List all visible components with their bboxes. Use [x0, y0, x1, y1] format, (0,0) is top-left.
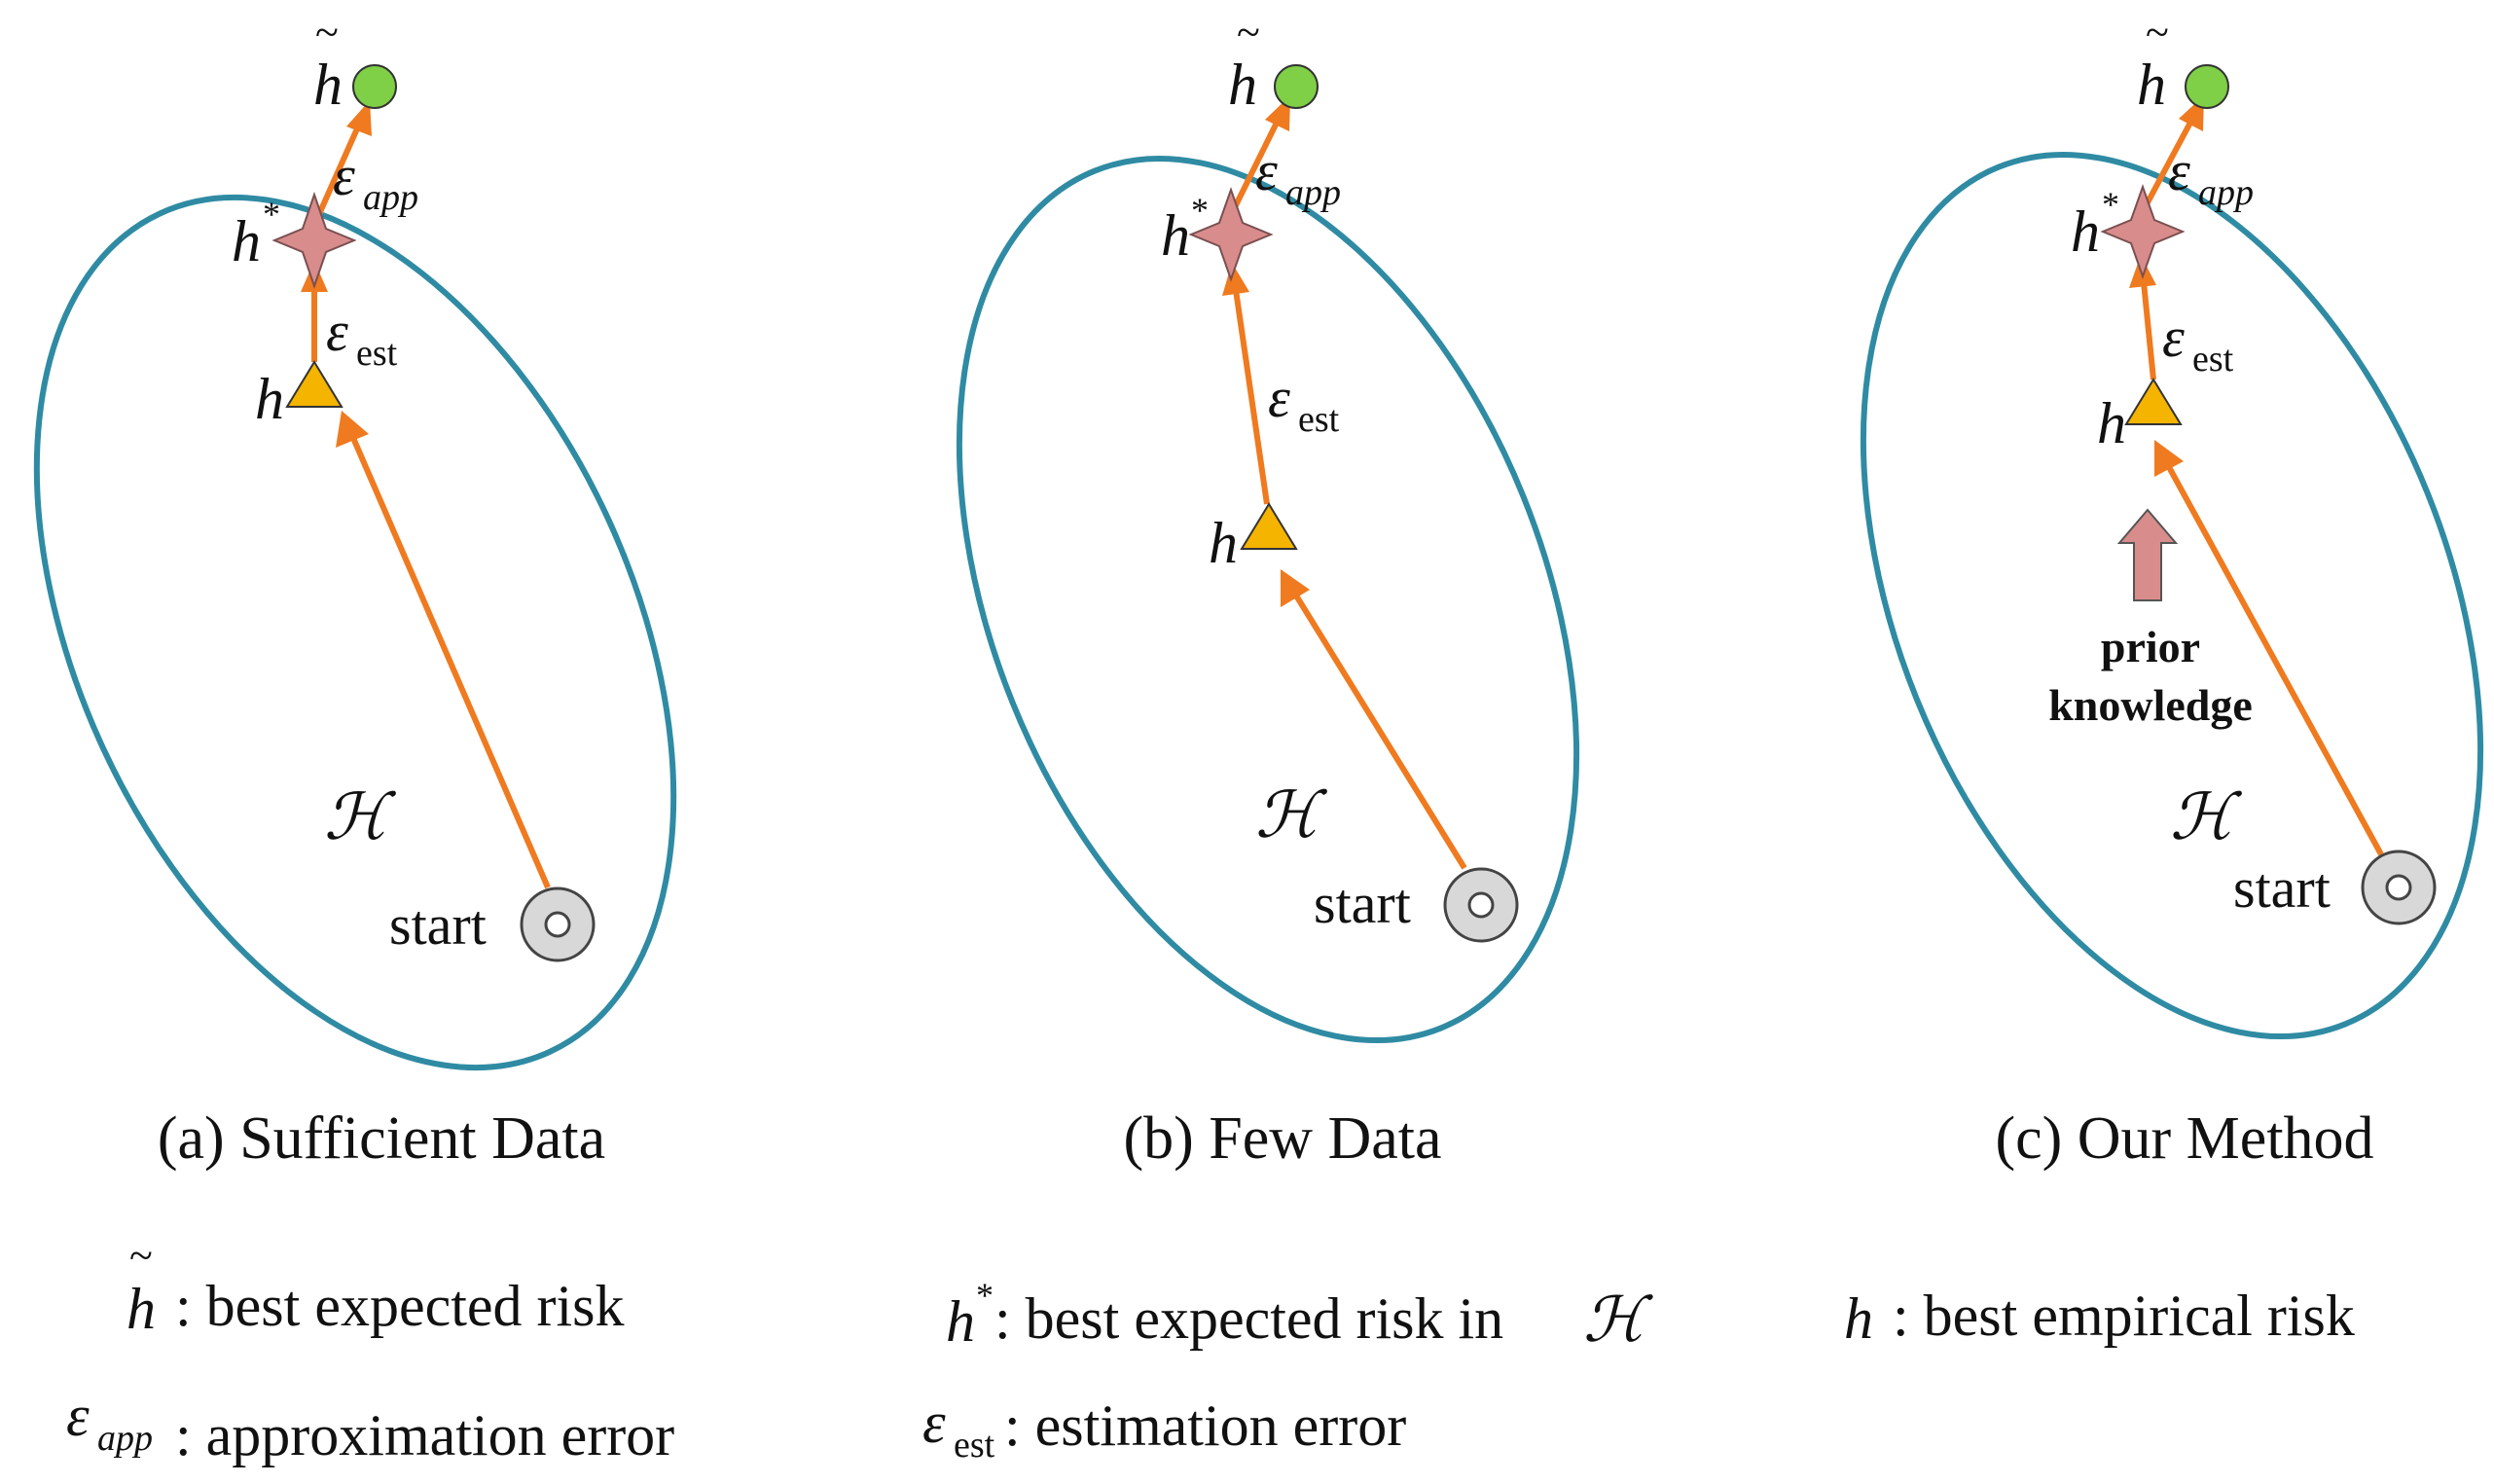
legend-best-expected-risk: : best expected risk [175, 1274, 625, 1338]
h-tilde-label: h [2137, 53, 2166, 117]
epsilon-app-label: ε [333, 144, 355, 207]
path-arrow [1233, 289, 1270, 505]
star-sup: * [1191, 191, 1209, 230]
legend-approximation-error: : approximation error [175, 1403, 674, 1467]
h-label: h [2097, 391, 2126, 455]
legend-epsilon-app: ε [66, 1384, 90, 1448]
epsilon-app-sub: app [2198, 172, 2254, 213]
h-star-label: h [2071, 199, 2100, 264]
epsilon-est-label: ε [2162, 306, 2185, 369]
prior-knowledge-label-2: knowledge [2048, 680, 2253, 730]
prior-knowledge-arrow [2116, 508, 2179, 601]
hypothesis-space-ellipse [33, 194, 677, 1071]
tilde: ~ [2146, 9, 2169, 56]
star-sup: * [2102, 185, 2119, 224]
h-star-marker [1188, 186, 1274, 283]
epsilon-app-label: ε [2168, 139, 2190, 202]
start-label: start [2233, 856, 2331, 920]
path-arrow [2166, 465, 2384, 856]
epsilon-est-label: ε [1268, 366, 1290, 429]
legend-epsilon-est: ε [922, 1391, 946, 1455]
legend-h-star: h [946, 1289, 975, 1354]
start-marker-inner [544, 911, 571, 938]
h-tilde-label: h [1228, 53, 1257, 117]
legend-best-empirical-risk: : best empirical risk [1893, 1284, 2355, 1348]
epsilon-est-sub: est [2192, 339, 2234, 380]
h-tilde-marker [352, 64, 397, 109]
h-tilde-marker [2185, 64, 2229, 109]
path-arrow [1231, 119, 1281, 211]
caption-b: (b) Few Data [1123, 1105, 1441, 1172]
prior-knowledge-label-1: prior [2101, 622, 2200, 671]
hypothesis-space-label: ℋ [324, 779, 397, 854]
panel-a: ~ h ε app h * ε est h ℋ start (a) Suffic… [33, 9, 677, 1172]
epsilon-est-sub: est [356, 333, 398, 374]
caption-c: (c) Our Method [1995, 1105, 2373, 1172]
legend-estimation-error: : estimation error [1004, 1394, 1406, 1458]
h-label: h [255, 367, 284, 431]
legend-est-sub: est [954, 1425, 995, 1466]
h-label: h [1209, 511, 1238, 575]
legend-tilde: ~ [129, 1232, 153, 1280]
h-marker [2124, 378, 2183, 425]
h-marker [285, 360, 343, 408]
legend-h-tilde: h [127, 1277, 156, 1341]
path-arrow [2141, 281, 2156, 380]
legend-h: h [1844, 1286, 1873, 1351]
epsilon-app-label: ε [1255, 139, 1278, 202]
hypothesis-space-ellipse [956, 156, 1580, 1043]
path-arrow [2144, 119, 2194, 206]
h-tilde-label: h [313, 53, 343, 117]
arrowhead [346, 100, 372, 136]
h-star-label: h [232, 209, 261, 273]
arrowhead [1281, 569, 1310, 607]
hypothesis-space-label: ℋ [1255, 778, 1328, 852]
h-star-marker [271, 191, 357, 290]
legend-best-expected-risk-in: : best expected risk in [994, 1286, 1503, 1351]
tilde: ~ [1237, 9, 1260, 56]
path-arrow [1293, 594, 1467, 870]
path-arrow [350, 436, 551, 889]
epsilon-app-sub: app [1285, 172, 1341, 213]
caption-a: (a) Sufficient Data [158, 1105, 605, 1172]
epsilon-est-label: ε [326, 300, 348, 363]
epsilon-est-sub: est [1298, 399, 1340, 440]
start-marker-inner [2385, 874, 2412, 901]
h-star-label: h [1161, 203, 1190, 268]
legend-hypothesis-space: ℋ [1583, 1285, 1653, 1357]
start-label: start [1314, 872, 1411, 935]
panel-b: ~ h ε app h * ε est h ℋ start (b) Few Da… [956, 9, 1580, 1172]
tilde: ~ [315, 9, 339, 56]
star-sup: * [263, 195, 280, 234]
arrowhead [1222, 263, 1249, 296]
legend-app-sub: app [97, 1418, 153, 1459]
h-tilde-marker [1274, 64, 1319, 109]
start-label: start [389, 893, 487, 957]
arrowhead [336, 411, 369, 448]
start-marker-inner [1467, 891, 1495, 919]
legend: ~ h : best expected risk h * : best expe… [66, 1232, 2355, 1467]
h-marker [1240, 502, 1298, 550]
hypothesis-space-ellipse [1860, 152, 2484, 1039]
legend-star-sup: * [976, 1276, 994, 1315]
arrowhead [2154, 440, 2184, 477]
h-star-marker [2100, 183, 2186, 280]
panel-c: ~ h ε app h * ε est h prior knowledge ℋ … [1860, 9, 2484, 1172]
path-arrow [316, 125, 361, 216]
epsilon-app-sub: app [363, 177, 418, 218]
hypothesis-space-label: ℋ [2170, 779, 2243, 854]
